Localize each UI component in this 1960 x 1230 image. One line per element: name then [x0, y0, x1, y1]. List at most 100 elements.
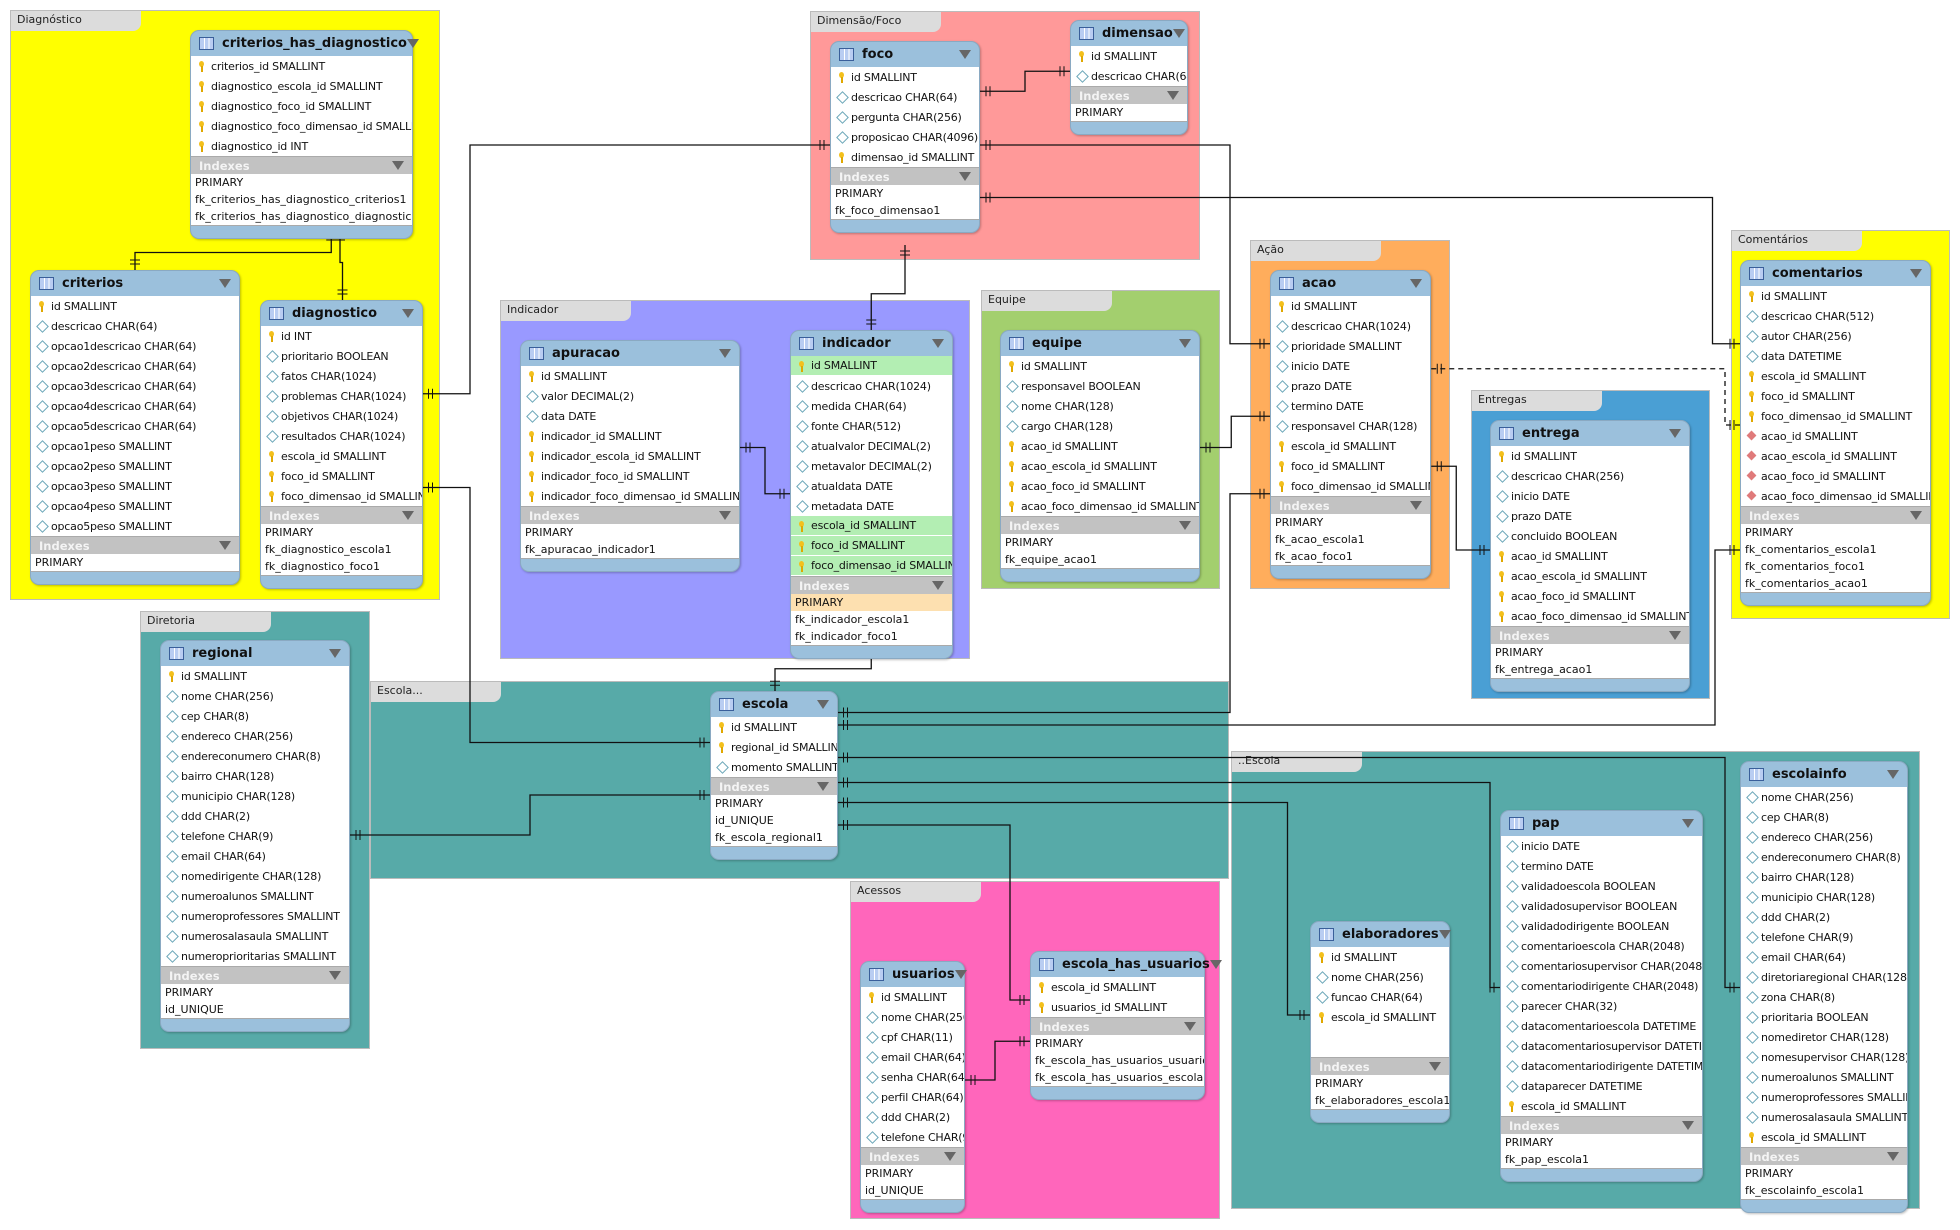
column-row[interactable]: foco_dimensao_id SMALLINT: [1271, 476, 1430, 496]
column-row[interactable]: validadoescola BOOLEAN: [1501, 876, 1702, 896]
column-row[interactable]: cep CHAR(8): [161, 706, 349, 726]
indexes-header[interactable]: Indexes: [31, 536, 239, 554]
column-row[interactable]: usuarios_id SMALLINT: [1031, 997, 1204, 1017]
column-row[interactable]: diagnostico_foco_dimensao_id SMALLINT: [191, 116, 412, 136]
table-header[interactable]: escola: [711, 692, 837, 717]
column-row[interactable]: senha CHAR(64): [861, 1067, 964, 1087]
indexes-header[interactable]: Indexes: [521, 506, 739, 524]
index-row[interactable]: fk_criterios_has_diagnostico_diagnostico…: [195, 210, 412, 223]
column-row[interactable]: indicador_id SMALLINT: [521, 426, 739, 446]
index-row[interactable]: PRIMARY: [525, 526, 574, 539]
column-row[interactable]: acao_escola_id SMALLINT: [1741, 446, 1930, 466]
column-row[interactable]: atualdata DATE: [791, 476, 952, 496]
index-row[interactable]: fk_comentarios_foco1: [1745, 560, 1865, 573]
index-row[interactable]: fk_foco_dimensao1: [835, 204, 941, 217]
column-row[interactable]: acao_foco_dimensao_id SMALLINT: [1001, 496, 1199, 516]
indexes-header[interactable]: Indexes: [261, 506, 422, 524]
column-row[interactable]: endereco CHAR(256): [161, 726, 349, 746]
table-header[interactable]: indicador: [791, 331, 952, 356]
index-row[interactable]: id_UNIQUE: [165, 1003, 224, 1016]
collapse-toggle-icon[interactable]: [932, 339, 944, 348]
collapse-toggle-icon[interactable]: [719, 511, 731, 520]
column-row[interactable]: nome CHAR(256): [861, 1007, 964, 1027]
collapse-toggle-icon[interactable]: [219, 541, 231, 550]
table-header[interactable]: diagnostico: [261, 301, 422, 326]
column-row[interactable]: concluido BOOLEAN: [1491, 526, 1689, 546]
column-row[interactable]: id INT: [261, 326, 422, 346]
column-row[interactable]: opcao4peso SMALLINT: [31, 496, 239, 516]
collapse-toggle-icon[interactable]: [329, 971, 341, 980]
column-row[interactable]: parecer CHAR(32): [1501, 996, 1702, 1016]
column-row[interactable]: fatos CHAR(1024): [261, 366, 422, 386]
column-row[interactable]: endereconumero CHAR(8): [161, 746, 349, 766]
column-row[interactable]: nome CHAR(256): [1741, 787, 1907, 807]
column-row[interactable]: data DATE: [521, 406, 739, 426]
column-row[interactable]: prioritario BOOLEAN: [261, 346, 422, 366]
column-row[interactable]: cargo CHAR(128): [1001, 416, 1199, 436]
column-row[interactable]: numerosalasaula SMALLINT: [1741, 1107, 1907, 1127]
column-row[interactable]: nome CHAR(256): [1311, 967, 1449, 987]
column-row[interactable]: resultados CHAR(1024): [261, 426, 422, 446]
index-row[interactable]: PRIMARY: [1505, 1136, 1554, 1149]
column-row[interactable]: opcao5descricao CHAR(64): [31, 416, 239, 436]
column-row[interactable]: descricao CHAR(64): [831, 87, 979, 107]
index-row[interactable]: fk_entrega_acao1: [1495, 663, 1593, 676]
table-header[interactable]: foco: [831, 42, 979, 67]
collapse-toggle-icon[interactable]: [959, 50, 971, 59]
collapse-toggle-icon[interactable]: [932, 581, 944, 590]
column-row[interactable]: termino DATE: [1271, 396, 1430, 416]
column-row[interactable]: termino DATE: [1501, 856, 1702, 876]
index-row[interactable]: PRIMARY: [1495, 646, 1544, 659]
column-row[interactable]: diretoriaregional CHAR(128): [1741, 967, 1907, 987]
table-header[interactable]: usuarios: [861, 962, 967, 987]
index-row[interactable]: PRIMARY: [1075, 106, 1124, 119]
column-row[interactable]: acao_foco_dimensao_id SMALLINT: [1491, 606, 1689, 626]
column-row[interactable]: responsavel BOOLEAN: [1001, 376, 1199, 396]
column-row[interactable]: acao_id SMALLINT: [1741, 426, 1930, 446]
index-row[interactable]: fk_indicador_foco1: [795, 630, 898, 643]
column-row[interactable]: objetivos CHAR(1024): [261, 406, 422, 426]
column-row[interactable]: bairro CHAR(128): [1741, 867, 1907, 887]
column-row[interactable]: diagnostico_escola_id SMALLINT: [191, 76, 412, 96]
column-row[interactable]: data DATETIME: [1741, 346, 1930, 366]
column-row[interactable]: prioritaria BOOLEAN: [1741, 1007, 1907, 1027]
table-header[interactable]: criterios_has_diagnostico: [191, 31, 419, 56]
column-row[interactable]: escola_id SMALLINT: [1741, 366, 1930, 386]
column-row[interactable]: opcao2peso SMALLINT: [31, 456, 239, 476]
column-row[interactable]: cpf CHAR(11): [861, 1027, 964, 1047]
indexes-header[interactable]: Indexes: [1741, 506, 1930, 524]
index-row[interactable]: fk_indicador_escola1: [795, 613, 910, 626]
index-row[interactable]: fk_diagnostico_foco1: [265, 560, 380, 573]
column-row[interactable]: momento SMALLINT: [711, 757, 837, 777]
column-row[interactable]: foco_id SMALLINT: [1271, 456, 1430, 476]
indexes-header[interactable]: Indexes: [1501, 1116, 1702, 1134]
column-row[interactable]: opcao5peso SMALLINT: [31, 516, 239, 536]
column-row[interactable]: descricao CHAR(1024): [791, 376, 952, 396]
column-row[interactable]: regional_id SMALLINT: [711, 737, 837, 757]
table-header[interactable]: regional: [161, 641, 349, 666]
index-row[interactable]: fk_acao_foco1: [1275, 550, 1353, 563]
column-row[interactable]: datacomentariosupervisor DATETIME: [1501, 1036, 1702, 1056]
indexes-header[interactable]: Indexes: [161, 966, 349, 984]
column-row[interactable]: escola_id SMALLINT: [1311, 1007, 1449, 1027]
collapse-toggle-icon[interactable]: [1410, 279, 1422, 288]
column-row[interactable]: indicador_foco_dimensao_id SMALLINT: [521, 486, 739, 506]
column-row[interactable]: id SMALLINT: [831, 67, 979, 87]
column-row[interactable]: dataparecer DATETIME: [1501, 1076, 1702, 1096]
column-row[interactable]: email CHAR(64): [161, 846, 349, 866]
column-row[interactable]: nomedirigente CHAR(128): [161, 866, 349, 886]
index-row[interactable]: PRIMARY: [835, 187, 884, 200]
column-row[interactable]: telefone CHAR(9): [861, 1127, 964, 1147]
column-row[interactable]: id SMALLINT: [1271, 296, 1430, 316]
column-row[interactable]: cep CHAR(8): [1741, 807, 1907, 827]
column-row[interactable]: comentariosupervisor CHAR(2048): [1501, 956, 1702, 976]
